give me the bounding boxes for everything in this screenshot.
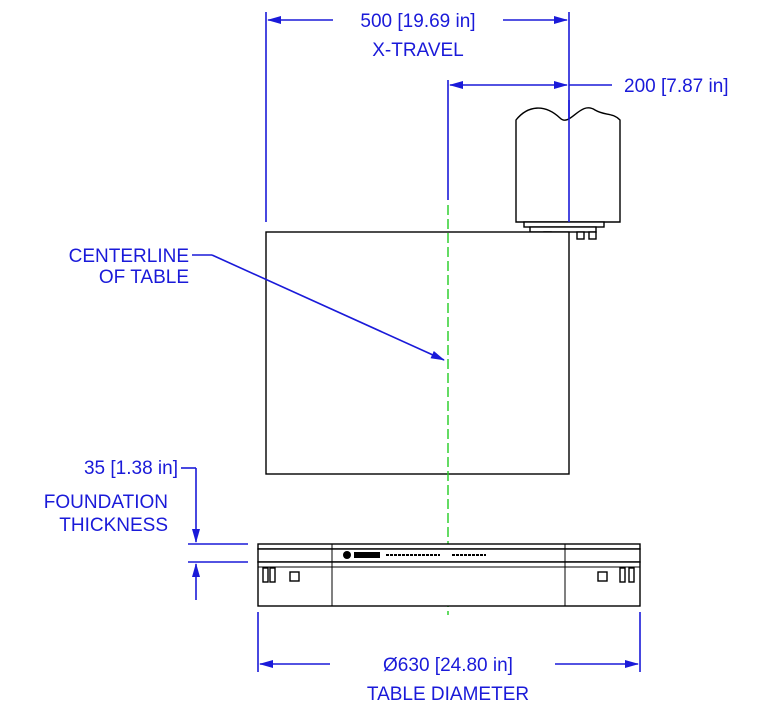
clamp-left-block	[289, 571, 300, 582]
clamp-right-2	[628, 567, 635, 583]
centerline-label-line1: CENTERLINE	[69, 246, 189, 267]
spindle-bolt-right	[588, 231, 597, 240]
x-travel-caption: X-TRAVEL	[372, 40, 464, 61]
foundation-value: 35 [1.38 in]	[84, 458, 178, 479]
spindle-plate	[529, 226, 597, 233]
centerline-leader-arrow	[211, 254, 445, 361]
offset-dimension: 200 [7.87 in]	[447, 76, 729, 200]
table-side-view	[257, 543, 641, 607]
diameter-caption: TABLE DIAMETER	[367, 684, 529, 705]
offset-value: 200 [7.87 in]	[624, 76, 729, 97]
centerline-callout: CENTERLINE OF TABLE	[69, 246, 445, 361]
clamp-left-2	[269, 567, 276, 583]
diameter-dimension: Ø630 [24.80 in] TABLE DIAMETER	[257, 612, 641, 705]
table-plan-view	[265, 231, 570, 475]
x-travel-dimension: 500 [19.69 in] X-TRAVEL	[265, 11, 570, 222]
clamp-right-1	[619, 567, 626, 583]
spindle	[515, 100, 621, 240]
clamp-right-block	[597, 571, 608, 582]
diameter-value: Ø630 [24.80 in]	[383, 655, 513, 676]
foundation-label-line1: FOUNDATION	[44, 492, 168, 513]
centerline-label-line2: OF TABLE	[99, 267, 189, 288]
table-base	[257, 561, 641, 607]
spindle-flange	[523, 221, 605, 228]
spindle-body	[515, 107, 621, 223]
logo-mark-icon	[343, 551, 351, 559]
clamp-left-1	[262, 567, 269, 583]
logo-wordmark	[354, 552, 380, 558]
foundation-dimension: 35 [1.38 in] FOUNDATION THICKNESS	[44, 458, 248, 600]
spindle-bolt-mid	[576, 231, 585, 240]
foundation-label-line2: THICKNESS	[59, 515, 168, 536]
table-top-slab	[257, 548, 641, 563]
table-top-rim	[257, 543, 641, 550]
x-travel-value: 500 [19.69 in]	[360, 11, 475, 32]
